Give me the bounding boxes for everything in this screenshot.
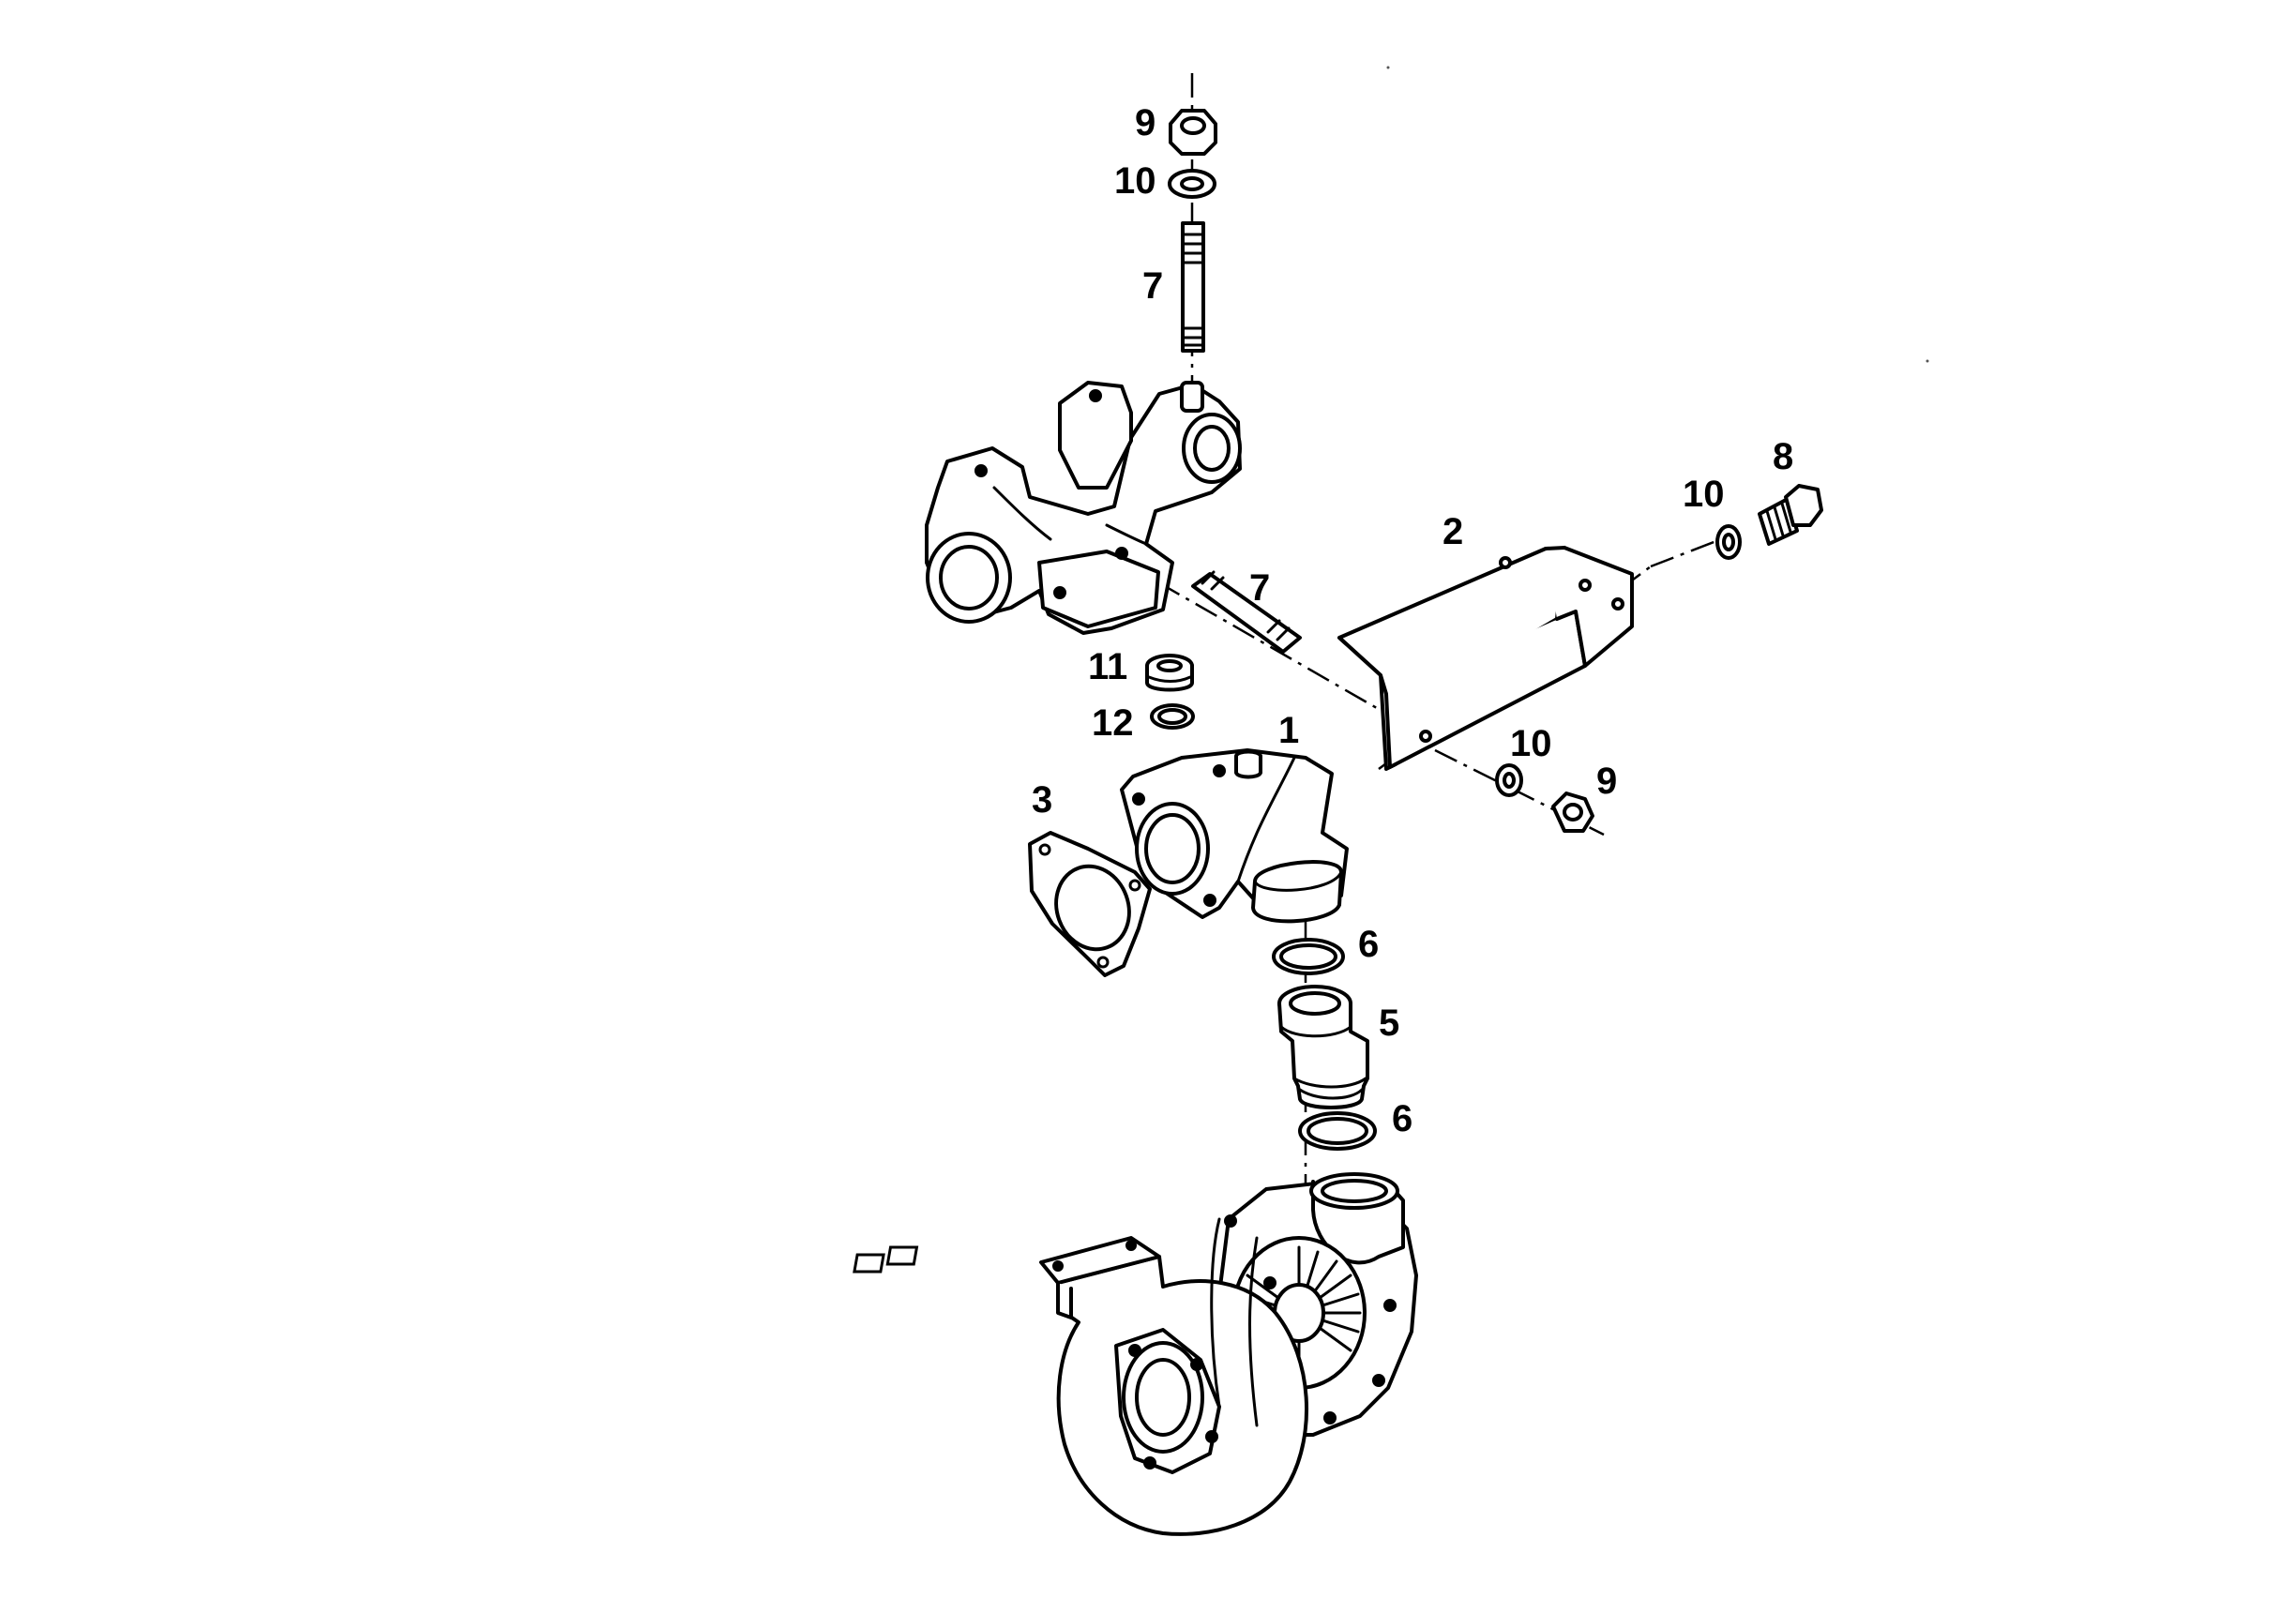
callout-11: 11 <box>1088 646 1127 687</box>
callout-9-top: 9 <box>1135 102 1156 143</box>
callout-3: 3 <box>1032 779 1052 821</box>
washer-10-middle <box>1495 763 1523 797</box>
gasket-3 <box>1028 831 1152 977</box>
bracket-2 <box>1337 546 1634 771</box>
callout-8: 8 <box>1773 436 1793 477</box>
washer-10-top <box>1168 169 1216 199</box>
o-ring-6-upper <box>1272 938 1345 975</box>
o-ring-6-lower <box>1298 1111 1377 1151</box>
callout-10-middle: 10 <box>1510 723 1552 764</box>
turbocharger <box>853 1172 1418 1536</box>
callout-2: 2 <box>1443 511 1463 552</box>
nut-9-top <box>1169 109 1217 156</box>
washer-10-right <box>1715 524 1742 560</box>
callout-12: 12 <box>1092 702 1134 744</box>
callouts: 1 2 3 5 6 6 7 7 8 9 9 10 10 10 11 12 <box>1032 102 1793 1139</box>
exhaust-manifold <box>925 381 1242 635</box>
plug-11 <box>1145 654 1194 692</box>
scan-specks <box>1386 66 1929 363</box>
callout-5: 5 <box>1379 1002 1399 1044</box>
callout-7-lower: 7 <box>1249 567 1270 609</box>
stud-7-vertical <box>1181 221 1205 353</box>
callout-6-lower: 6 <box>1392 1098 1412 1139</box>
sleeve-5 <box>1277 985 1369 1109</box>
callout-9-middle: 9 <box>1596 761 1617 802</box>
callout-7-upper: 7 <box>1142 265 1163 307</box>
stud-7-diagonal <box>1191 570 1302 654</box>
callout-6-upper: 6 <box>1358 924 1379 965</box>
callout-1: 1 <box>1278 710 1299 751</box>
callout-10-top: 10 <box>1114 160 1156 202</box>
bolt-8 <box>1758 484 1823 546</box>
callout-10-right: 10 <box>1683 474 1725 515</box>
seal-ring-12 <box>1150 703 1195 730</box>
elbow-pipe-1 <box>1120 748 1349 924</box>
nut-9-middle <box>1551 791 1594 833</box>
